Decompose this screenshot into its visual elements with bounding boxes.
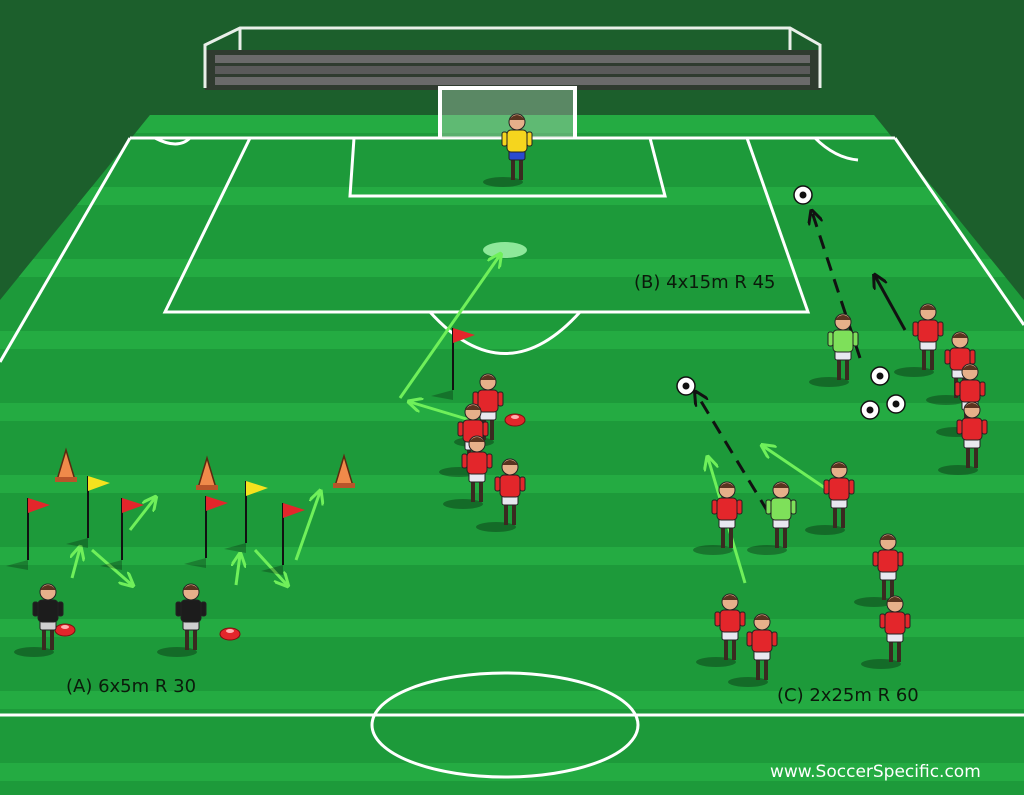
touchline-left: [0, 137, 132, 363]
goalkeeper: [483, 113, 533, 187]
movement-arrows: [72, 212, 907, 586]
run-arrow: [253, 548, 287, 585]
player-red-kit: [938, 401, 988, 475]
cone-icon: [196, 455, 218, 490]
pass-arrow: [875, 276, 907, 331]
drill-b-label: (B) 4x15m R 45: [634, 272, 776, 293]
drill-a-label: (A) 6x5m R 30: [66, 676, 197, 697]
corner-flag-icon: [431, 328, 475, 400]
corner-flag-icon: [224, 481, 268, 553]
player-red-kit: [443, 435, 493, 509]
corner-flag-icon: [66, 476, 110, 548]
disc-cone-icon: [504, 413, 526, 427]
pitch: [0, 115, 1024, 795]
football-icon: [860, 400, 880, 420]
player-red-kit: [805, 461, 855, 535]
player-red-kit: [861, 595, 911, 669]
touchline-right: [893, 137, 1024, 326]
cone-icon: [55, 447, 77, 482]
run-arrow: [128, 498, 155, 531]
run-arrow: [763, 446, 829, 492]
run-arrow: [91, 548, 132, 585]
player-red-kit: [854, 533, 904, 607]
run-arrow: [294, 492, 320, 561]
drill-c-label: (C) 2x25m R 60: [777, 685, 919, 706]
penalty-spot: [483, 242, 527, 258]
centre-circle: [370, 671, 640, 779]
player-red-kit: [476, 458, 526, 532]
corner-flag-icon: [261, 503, 305, 575]
football-icon: [870, 366, 890, 386]
player-red-kit: [696, 593, 746, 667]
run-arrow: [72, 548, 80, 579]
football-icon: [676, 376, 696, 396]
player-black-kit: [14, 583, 64, 657]
player-bib: [809, 313, 859, 387]
disc-cone-icon: [54, 623, 76, 637]
player-bib: [747, 481, 797, 555]
football-icon: [793, 185, 813, 205]
goal-area: [348, 136, 667, 198]
disc-cone-icon: [219, 627, 241, 641]
player-red-kit: [728, 613, 778, 687]
corner-arc-left: [154, 136, 192, 146]
equipment-and-players: [6, 113, 988, 687]
corner-flag-icon: [100, 498, 144, 570]
player-red-kit: [693, 481, 743, 555]
football-icon: [886, 394, 906, 414]
pass-arrow: [696, 393, 770, 513]
corner-flag-icon: [184, 496, 228, 568]
corner-flag-icon: [6, 498, 50, 570]
player-red-kit: [894, 303, 944, 377]
grandstand: [203, 26, 822, 90]
run-arrow: [398, 255, 500, 399]
run-arrow: [236, 555, 240, 586]
player-red-kit: [926, 331, 976, 405]
watermark: www.SoccerSpecific.com: [770, 762, 981, 782]
player-black-kit: [157, 583, 207, 657]
cone-icon: [333, 453, 355, 488]
goal: [438, 86, 577, 138]
run-arrow: [410, 402, 471, 422]
corner-arc-right: [813, 136, 859, 162]
